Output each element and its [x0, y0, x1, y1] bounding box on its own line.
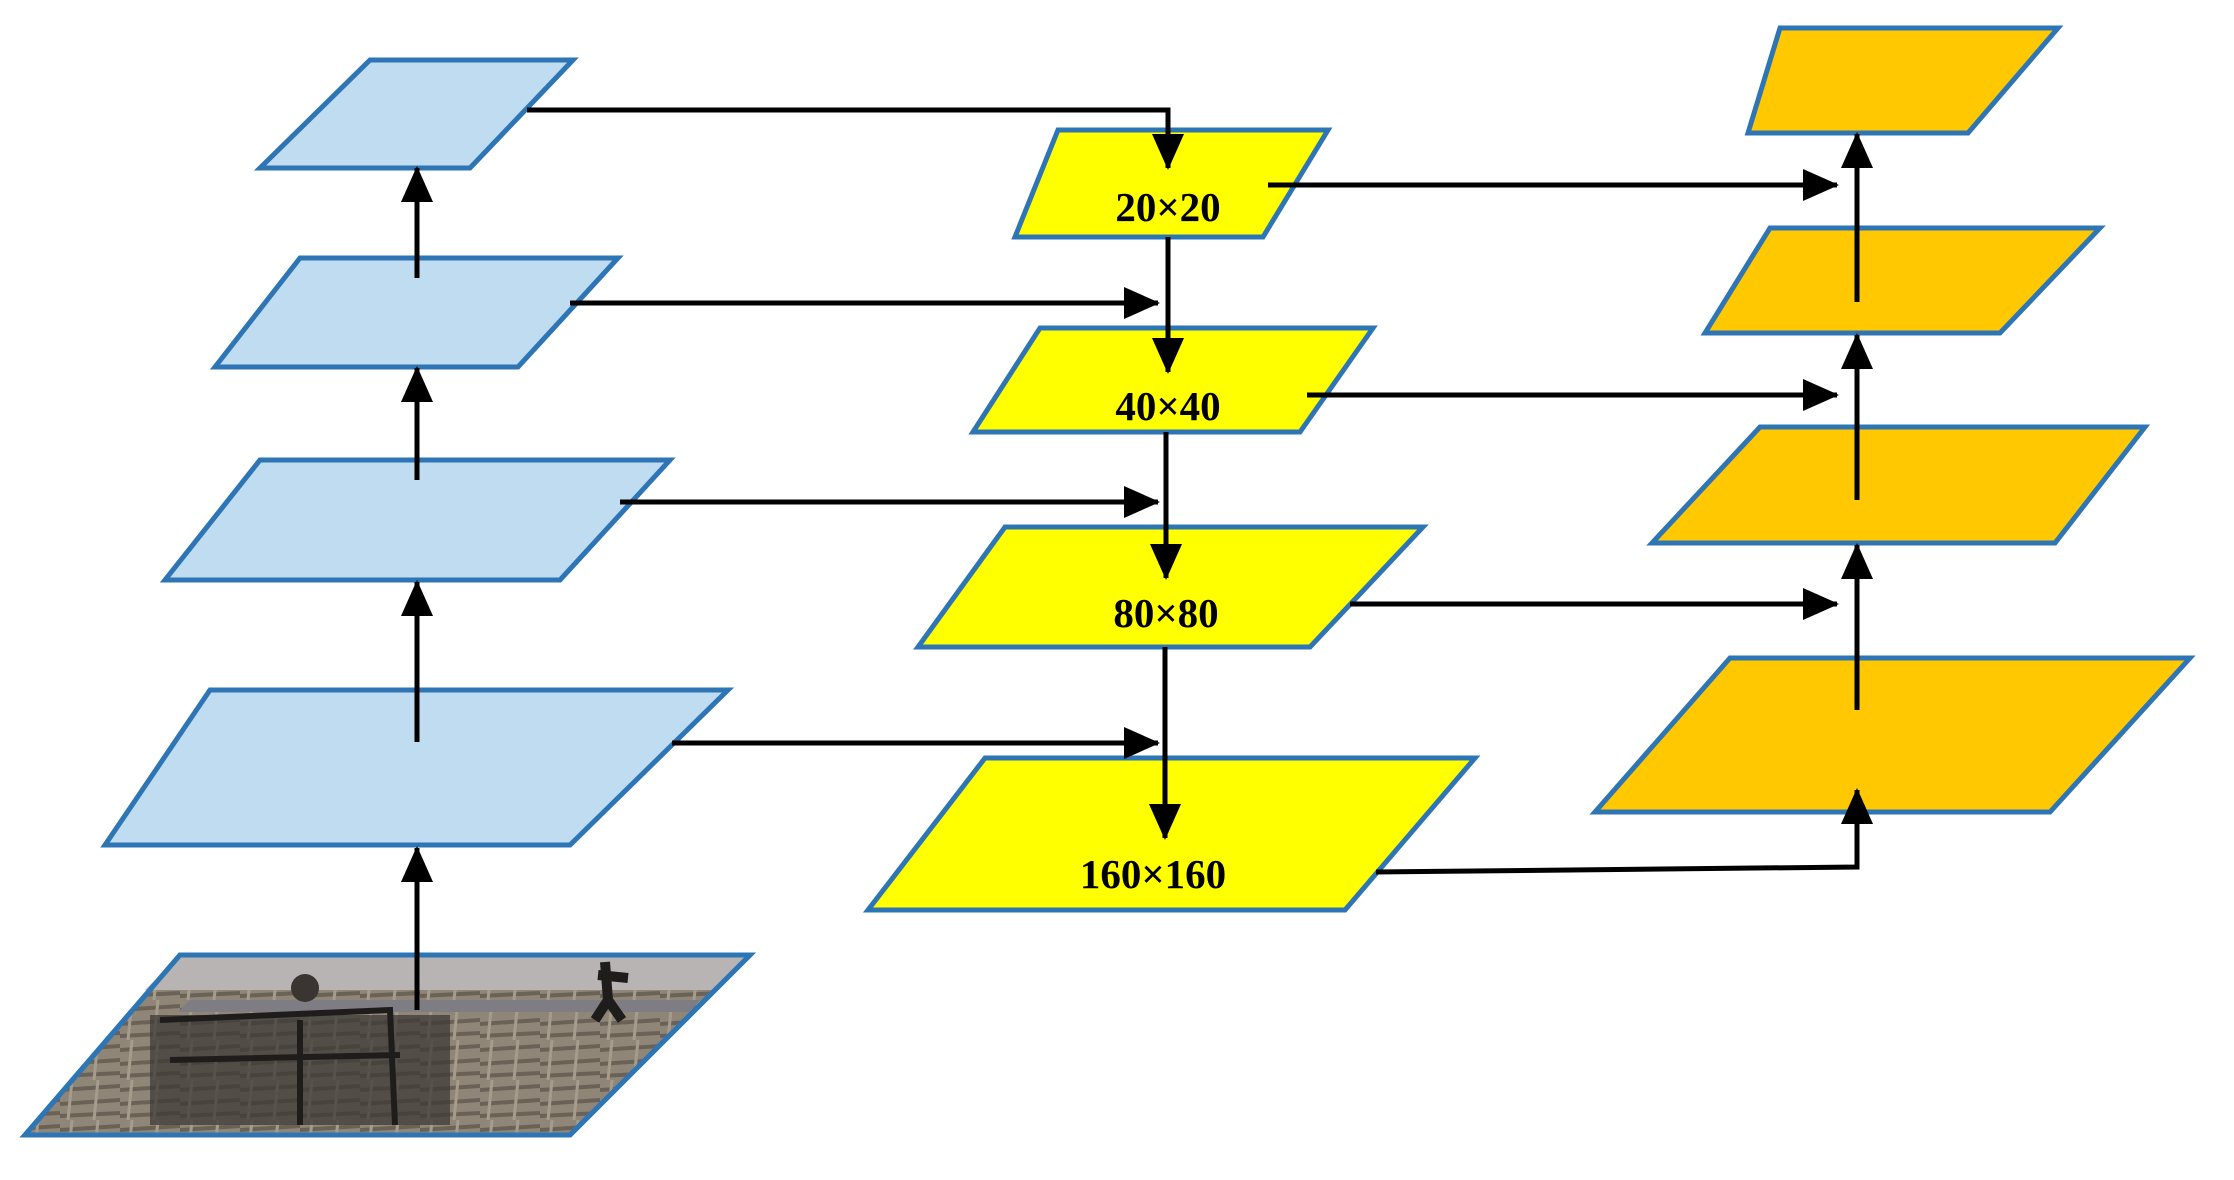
backbone-plane-4	[253, 57, 579, 171]
arrow-backbone-4-to-neck-20	[527, 107, 1184, 170]
neck-label-160: 160×160	[1080, 851, 1226, 897]
head-plane-4	[1589, 655, 2196, 815]
backbone-plane-1	[100, 687, 735, 848]
input-image-person-right	[590, 961, 629, 1023]
neck-label-20: 20×20	[1115, 184, 1220, 230]
head-plane-3	[1646, 424, 2151, 546]
input-image-plane	[19, 952, 757, 1138]
backbone-plane-2	[159, 457, 676, 583]
neck-plane-20	[1011, 127, 1333, 240]
arrow-neck-160-to-head	[1375, 788, 1873, 875]
neck-plane-40	[968, 325, 1378, 435]
backbone-plane-3	[209, 255, 624, 370]
input-image-road	[178, 1000, 700, 1012]
neck-plane-80	[913, 524, 1429, 650]
head-plane-1	[1744, 25, 2064, 136]
neck-label-80: 80×80	[1113, 590, 1218, 636]
neck-label-40: 40×40	[1115, 383, 1220, 429]
input-image-person-left	[291, 974, 319, 1002]
head-plane-2	[1700, 225, 2106, 336]
input-image-machine-frame	[159, 1006, 401, 1126]
input-image-sky	[145, 955, 750, 990]
